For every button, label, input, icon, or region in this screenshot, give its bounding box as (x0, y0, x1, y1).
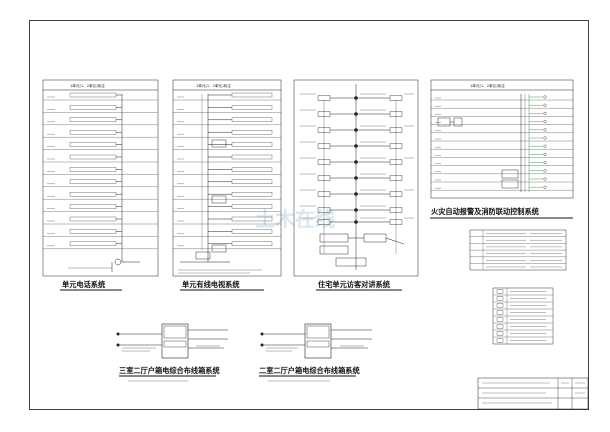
catv-outlet-label (231, 130, 273, 135)
catv-outlet-label (231, 204, 273, 209)
panel-cabinet-3br: 三室二厅户箱电综合布线箱系统 (116, 323, 228, 382)
telephone-outlet-label (69, 154, 117, 160)
fire-detector (543, 111, 547, 115)
panel-cabinet-2br: 二室二厅户箱电综合布线箱系统 (259, 323, 372, 382)
watermark: 土木在线 (255, 207, 335, 231)
panel-telephone-title: 单元电话系统 (62, 280, 106, 289)
panel-fire-header: 1单元(1、2单元)标注 (470, 83, 505, 88)
fire-legend-symbol (496, 303, 504, 308)
telephone-outlet-label (69, 130, 117, 135)
telephone-outlet-label (69, 229, 117, 234)
fire-detector (543, 169, 547, 173)
telephone-outlet-label (69, 179, 117, 184)
intercom-indoor-unit (317, 95, 331, 101)
telephone-floor-rows (43, 92, 158, 249)
intercom-floor-nodes (300, 93, 414, 225)
telephone-outlet-label (69, 241, 117, 246)
catv-outlet-label (231, 105, 273, 110)
fire-legend-symbol (496, 338, 504, 343)
telephone-outlet-label (69, 142, 117, 147)
panel-fire: 1单元(1、2单元)标注 火灾自动报警及消防联动控制系统 (430, 79, 574, 345)
fire-legend-symbol (496, 317, 504, 322)
intercom-indoor-unit (389, 95, 403, 101)
fire-detector (543, 136, 547, 140)
panel-intercom-title: 住宅单元访客对讲系统 (318, 280, 391, 289)
panel-catv-header: 1单元(1、2单元)标注 (196, 83, 231, 88)
catv-outlet-label (231, 192, 273, 197)
catv-outlet-label (231, 229, 273, 234)
panel-catv: 1单元(1、2单元)标注 单元有线电视系统 (172, 79, 282, 291)
fire-legend-symbol (496, 296, 504, 301)
telephone-outlet-label (69, 192, 117, 197)
panel-catv-title: 单元有线电视系统 (182, 280, 240, 289)
fire-detector (543, 161, 547, 165)
telephone-outlet-label (69, 117, 117, 122)
fire-equipment-table (469, 229, 567, 271)
fire-legend-table (492, 287, 554, 345)
fire-detector (543, 177, 547, 181)
panel-intercom: 住宅单元访客对讲系统 (293, 79, 419, 291)
panel-cabinet-2br-title: 二室二厅户箱电综合布线箱系统 (259, 366, 360, 375)
telephone-outlet-label (69, 92, 117, 98)
sheet-border (29, 20, 589, 410)
fire-legend-symbol (496, 289, 504, 294)
panel-fire-title: 火灾自动报警及消防联动控制系统 (431, 207, 540, 216)
catv-outlet-label (231, 167, 273, 172)
fire-detector (543, 128, 547, 132)
fire-detector (543, 144, 547, 148)
fire-detector (543, 152, 547, 156)
catv-outlet-label (231, 142, 273, 147)
fire-legend-symbol (496, 331, 504, 336)
title-block (477, 377, 589, 410)
fire-detector (543, 120, 547, 124)
fire-detector (543, 95, 547, 99)
catv-outlet-label (231, 154, 273, 160)
fire-legend-symbol (496, 310, 504, 315)
catv-outlet-label (231, 92, 273, 98)
catv-floor-rows (173, 92, 281, 249)
fire-detector (543, 185, 547, 189)
fire-floor-rows (431, 95, 573, 191)
fire-legend-symbol (496, 324, 504, 329)
telephone-outlet-label (69, 105, 117, 110)
telephone-outlet-label (69, 204, 117, 209)
fire-detector (543, 103, 547, 107)
catv-outlet-label (231, 117, 273, 122)
telephone-outlet-label (69, 167, 117, 172)
panel-telephone-header: 1单元(1、2单元)标注 (70, 83, 105, 88)
telephone-outlet-label (69, 216, 117, 222)
panel-telephone: 1单元(1、2单元)标注 单元电话系统 (42, 79, 159, 291)
catv-outlet-label (231, 179, 273, 184)
catv-outlet-label (231, 216, 273, 222)
catv-outlet-label (231, 241, 273, 246)
panel-cabinet-3br-title: 三室二厅户箱电综合布线箱系统 (119, 366, 220, 375)
